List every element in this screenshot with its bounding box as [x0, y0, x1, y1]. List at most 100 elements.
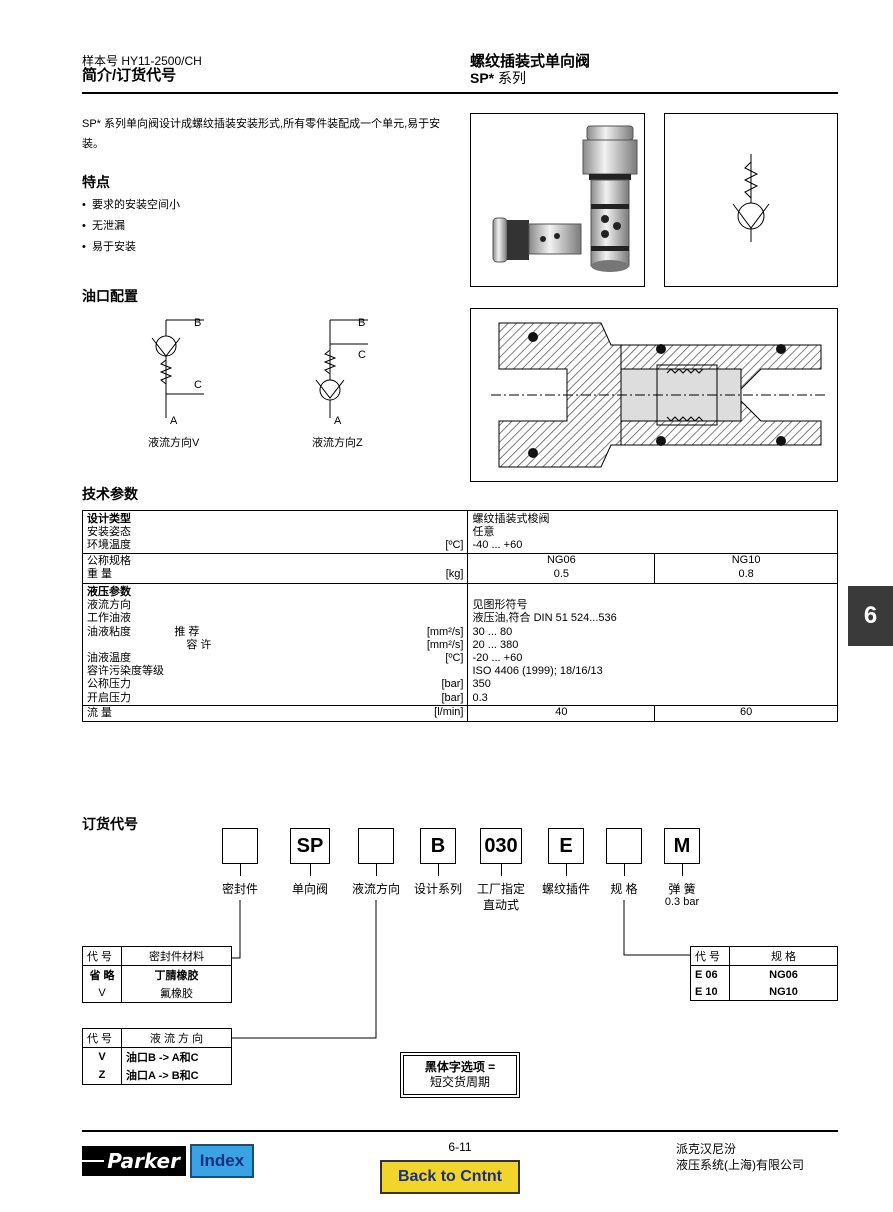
tech-params-table: 设计类型 螺纹插装式梭阀 安装姿态 任意 环境温度 [ºC] -40 ... +… [82, 510, 838, 723]
seal-material: 氟橡胶 [121, 984, 232, 1003]
flow-ng10: 60 [654, 704, 838, 722]
flow-label: 流 量 [82, 704, 253, 722]
param-unit: [bar] [441, 678, 464, 691]
seal-col-code: 代 号 [82, 946, 122, 966]
symbol-v-port-a: A [170, 415, 178, 427]
param-label: 公称压力 [87, 678, 131, 691]
page-number: 6-11 [448, 1140, 472, 1154]
note-box: 黑体字选项 = 短交货周期 [400, 1052, 520, 1098]
intro-text: SP* 系列单向阀设计成螺纹插装安装形式,所有零件装配成一个单元,易于安装。 [82, 118, 441, 150]
size-col-size: 规 格 [729, 946, 838, 966]
flow-direction-table: 代 号 液 流 方 向 V 油口B -> A和C Z 油口A -> B和C [82, 1028, 232, 1085]
symbol-z-caption: 液流方向Z [312, 437, 363, 449]
seal-material: 丁腈橡胶 [121, 965, 232, 984]
parker-logo-stripe [82, 1160, 104, 1162]
param-value: 0.3 [467, 691, 838, 706]
symbol-z-port-c: C [358, 349, 366, 361]
company-subsidiary: 液压系统(上海)有限公司 [676, 1158, 804, 1172]
size-value: NG06 [729, 965, 838, 983]
series-title: SP* 系列 [470, 68, 526, 88]
label-design-series: 设计系列 [413, 882, 462, 896]
label-cartridge: 螺纹插件 [541, 882, 590, 896]
symbol-v-port-b: B [194, 317, 201, 329]
hydraulic-title: 液压参数 [82, 583, 468, 600]
param-label: 容许污染度等级 [87, 665, 164, 678]
port-config-heading: 油口配置 [82, 288, 138, 304]
label-seal: 密封件 [221, 882, 258, 896]
tick [438, 864, 439, 876]
size-code: E 10 [690, 983, 730, 1001]
catalog-number: 样本号 HY11-2500/CH [82, 54, 202, 68]
code-sp: SP [290, 828, 330, 864]
feature-item: • 易于安装 [82, 241, 136, 253]
tick [501, 864, 502, 876]
flow-direction: 油口A -> B和C [121, 1066, 232, 1085]
param-sub: 推 荐 [174, 625, 200, 638]
series-suffix: 系列 [498, 70, 527, 86]
param-value: ISO 4406 (1999); 18/16/13 [467, 665, 838, 679]
series-code: SP* [470, 70, 495, 86]
param-value: 20 ... 380 [467, 638, 838, 653]
tick [310, 864, 311, 876]
feature-item: • 无泄漏 [82, 220, 125, 232]
section-title: 简介/订货代号 [82, 67, 177, 84]
param-value: 350 [467, 678, 838, 692]
seal-code: V [82, 984, 122, 1003]
param-label: 开启压力 [87, 691, 131, 704]
note-line-2: 短交货周期 [429, 1075, 490, 1089]
ordering-heading: 订货代号 [82, 816, 138, 832]
tick [240, 864, 241, 876]
tick [376, 864, 377, 876]
weight-unit: [kg] [445, 567, 464, 580]
symbol-v-diagram: B C A [151, 317, 204, 427]
flow-ng06: 40 [467, 704, 655, 722]
weight-label: 重 量 [87, 567, 113, 580]
param-sub: 容 许 [186, 638, 212, 651]
seal-code: 省 略 [82, 965, 122, 984]
sublabel-spring-pressure: 0.3 bar [664, 896, 700, 908]
param-label: 液流方向 [87, 599, 131, 612]
size-ng10: NG10 [654, 552, 838, 568]
symbol-z-diagram: B C A [315, 317, 368, 427]
size-col-code: 代 号 [690, 946, 730, 966]
chapter-tab[interactable]: 6 [848, 586, 893, 646]
tick [624, 864, 625, 876]
features-list: • 要求的安装空间小 • 无泄漏 • 易于安装 [82, 196, 180, 259]
sublabel-direct-acting: 直动式 [482, 898, 519, 912]
code-seal [222, 828, 258, 864]
symbol-v-port-c: C [194, 379, 202, 391]
weight-ng10: 0.8 [654, 567, 838, 584]
param-label: 安装姿态 [87, 526, 131, 539]
product-title: 螺纹插装式单向阀 [470, 53, 591, 70]
flow-col-code: 代 号 [82, 1028, 122, 1048]
label-factory: 工厂指定 [476, 882, 525, 896]
param-label: 油液粘度 [87, 625, 131, 638]
index-button[interactable]: Index [190, 1144, 254, 1178]
back-to-contents-button[interactable]: Back to Cntnt [380, 1160, 520, 1194]
param-unit: [ºC] [445, 539, 464, 552]
weight-ng06: 0.5 [467, 567, 655, 584]
size-label: 公称规格 [82, 552, 468, 568]
code-size [606, 828, 642, 864]
param-unit: [ºC] [445, 652, 464, 665]
parker-logo-text: Parker [107, 1149, 180, 1173]
size-ng06: NG06 [467, 552, 655, 568]
param-value: 液压油,符合 DIN 51 524...536 [467, 612, 838, 626]
param-value: 见图形符号 [467, 599, 838, 613]
code-design-series: B [420, 828, 456, 864]
label-check-valve: 单向阀 [291, 882, 328, 896]
param-value: 任意 [467, 526, 838, 540]
check-valve-symbol [664, 113, 838, 287]
seal-table: 代 号 密封件材料 省 略 丁腈橡胶 V 氟橡胶 [82, 946, 232, 1003]
product-photo [470, 113, 645, 287]
size-code: E 06 [690, 965, 730, 983]
seal-col-material: 密封件材料 [121, 946, 232, 966]
param-label: 环境温度 [87, 539, 131, 552]
symbol-z-port-b: B [358, 317, 365, 329]
code-spring: M [664, 828, 700, 864]
tech-params-heading: 技术参数 [82, 486, 138, 502]
flow-col-direction: 液 流 方 向 [121, 1028, 232, 1048]
size-table: 代 号 规 格 E 06 NG06 E 10 NG10 [690, 946, 838, 1001]
design-type-title: 设计类型 [87, 513, 131, 525]
